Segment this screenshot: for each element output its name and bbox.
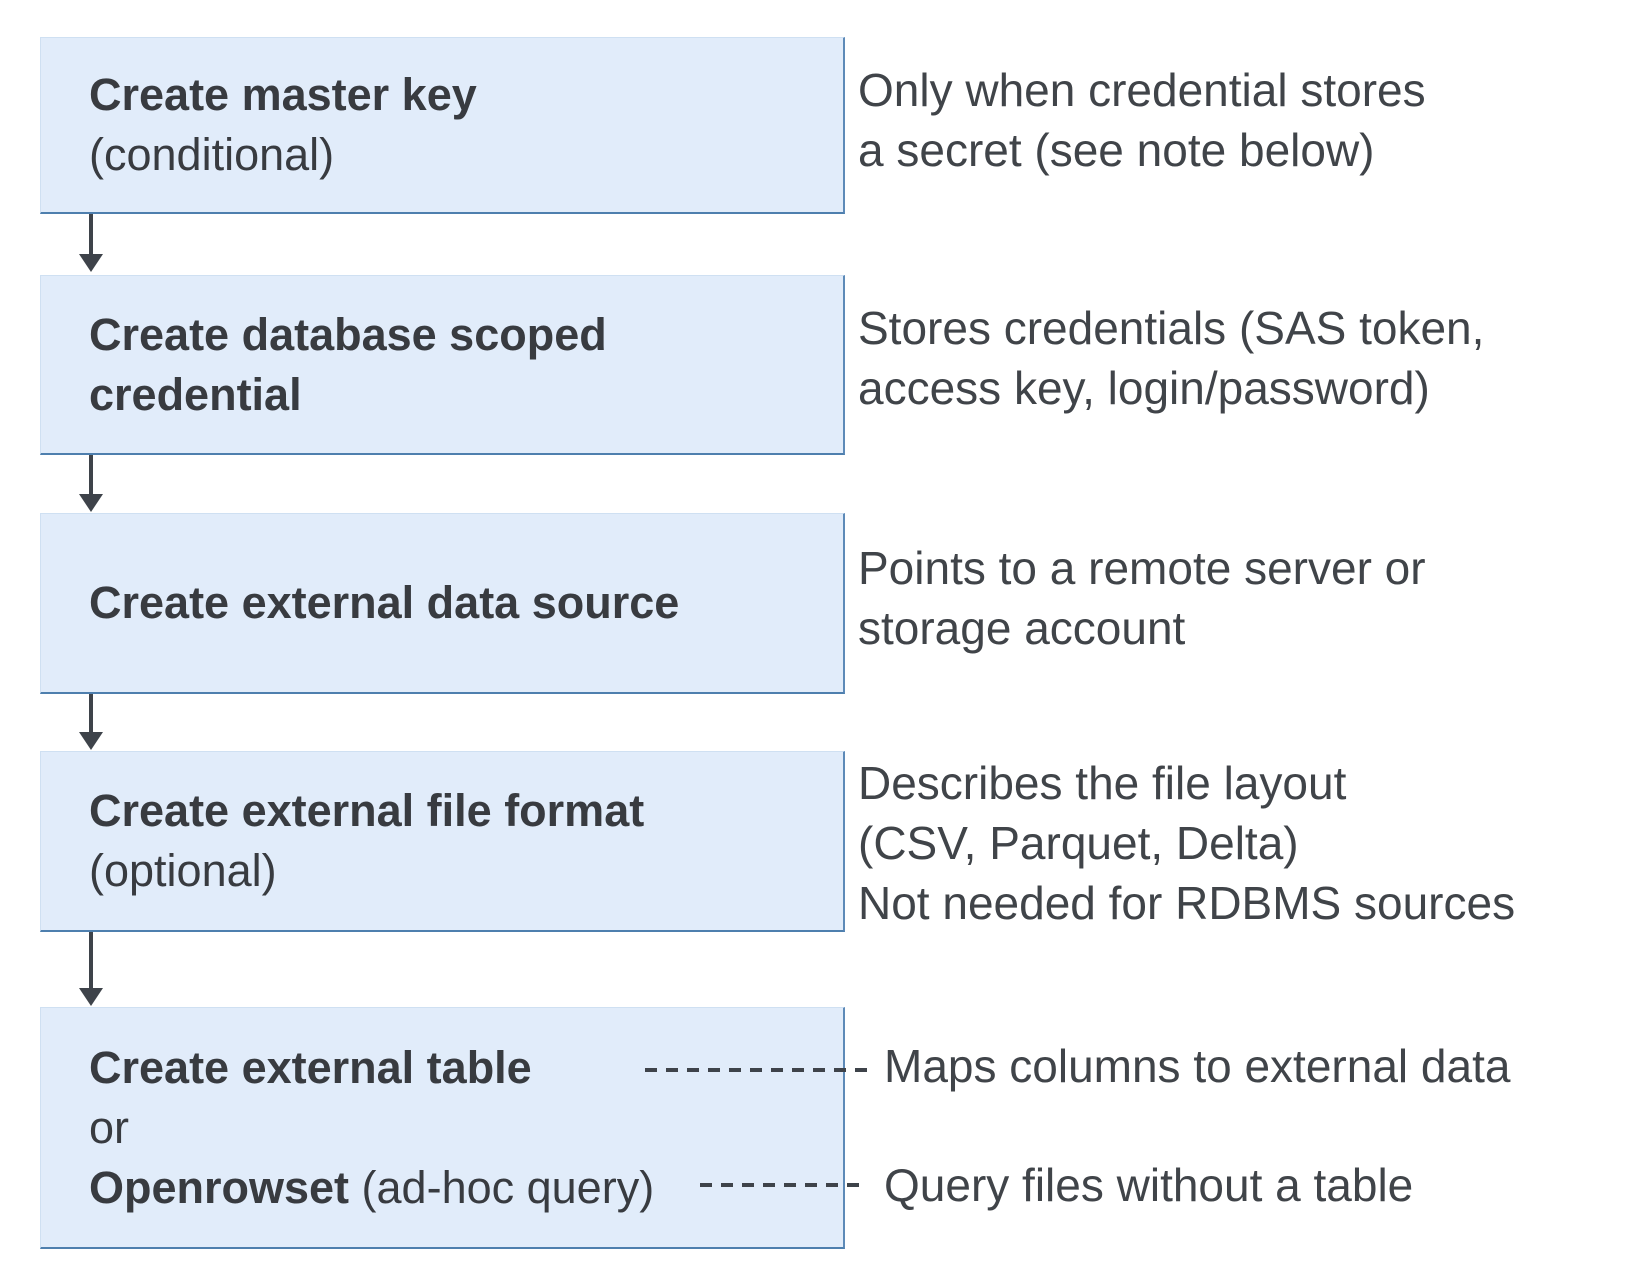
annotation-external-file-format: Describes the file layout (CSV, Parquet,…: [858, 757, 1516, 929]
step-box-create-master-key: Create master key (conditional): [40, 37, 845, 214]
arrow-stem: [89, 932, 93, 988]
arrow-stem: [89, 694, 93, 732]
arrow-head: [79, 988, 103, 1006]
arrow-stem: [89, 455, 93, 494]
annotation-database-scoped-credential: Stores credentials (SAS token, access ke…: [858, 302, 1485, 414]
step-box-create-external-file-format: Create external file format (optional): [40, 751, 845, 932]
annotation-openrowset: Query files without a table: [884, 1159, 1414, 1211]
step-box-create-external-data-source: Create external data source: [40, 513, 845, 694]
step-or-label: or: [89, 1101, 130, 1153]
arrow-head: [79, 494, 103, 512]
arrow-head: [79, 732, 103, 750]
step-box-create-database-scoped-credential: Create database scoped credential: [40, 275, 845, 455]
arrow-stem: [89, 214, 93, 254]
step-title: Create master key: [89, 69, 477, 120]
step-title: Create database scoped credential: [89, 308, 607, 420]
arrow-down-icon: [79, 932, 103, 1006]
step-title: Create external file format: [89, 785, 645, 836]
step-subtitle: (conditional): [89, 129, 335, 180]
step-openrowset-suffix: (ad-hoc query): [349, 1161, 655, 1213]
arrow-down-icon: [79, 214, 103, 272]
arrow-down-icon: [79, 455, 103, 512]
arrow-down-icon: [79, 694, 103, 750]
arrow-head: [79, 254, 103, 272]
step-title-openrowset: Openrowset: [89, 1161, 350, 1213]
step-subtitle: (optional): [89, 845, 277, 896]
step-title-external-table: Create external table: [89, 1041, 532, 1093]
step-box-create-external-table-or-openrowset: Create external table or Openrowset (ad-…: [40, 1007, 845, 1249]
annotation-master-key: Only when credential stores a secret (se…: [858, 64, 1426, 176]
step-title-openrowset-line: Openrowset (ad-hoc query): [89, 1158, 807, 1218]
dashed-connector-line: [700, 1183, 867, 1187]
annotation-external-data-source: Points to a remote server or storage acc…: [858, 542, 1426, 654]
step-title: Create external data source: [89, 577, 680, 628]
dashed-connector-line: [645, 1068, 867, 1072]
annotation-external-table: Maps columns to external data: [884, 1040, 1511, 1092]
